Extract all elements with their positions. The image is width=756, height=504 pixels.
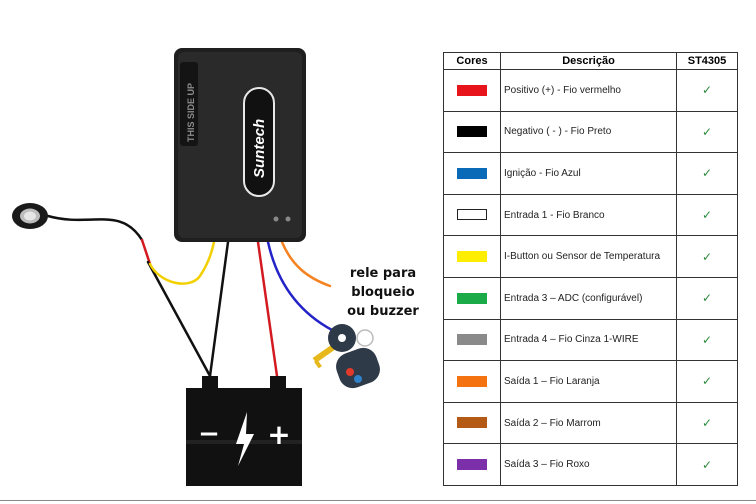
wire-red [256, 240, 279, 378]
description-cell: Entrada 3 – ADC (configurável) [500, 276, 677, 320]
key-fob-icon [312, 324, 380, 389]
checkmark-icon: ✓ [676, 318, 738, 362]
color-swatch [457, 292, 487, 304]
ibutton-reader-icon [12, 203, 48, 229]
table-row: Saída 1 – Fio Laranja✓ [443, 360, 738, 403]
table-row: Ignição - Fio Azul✓ [443, 152, 738, 195]
description-cell: Saída 2 – Fio Marrom [500, 401, 677, 445]
description-cell: Entrada 1 - Fio Branco [500, 193, 677, 237]
table-row: I-Button ou Sensor de Temperatura✓ [443, 235, 738, 278]
color-swatch [457, 250, 487, 262]
table-body: Positivo (+) - Fio vermelho✓Negativo ( -… [443, 69, 738, 486]
checkmark-icon: ✓ [676, 276, 738, 320]
checkmark-icon: ✓ [676, 443, 738, 486]
color-swatch [457, 375, 487, 387]
checkmark-icon: ✓ [676, 110, 738, 154]
brand-logo: Suntech [251, 119, 268, 178]
wire-ibutton-black [46, 214, 144, 242]
checkmark-icon: ✓ [676, 69, 738, 112]
wire-blue [266, 240, 334, 332]
checkmark-icon: ✓ [676, 152, 738, 195]
battery-plus-sign: + [267, 418, 290, 451]
color-swatch [457, 126, 487, 138]
wire-color-table: Cores Descrição ST4305 Positivo (+) - Fi… [443, 52, 738, 486]
table-row: Saída 3 – Fio Roxo✓ [443, 443, 738, 486]
this-side-up-label: THIS SIDE UP [186, 83, 196, 142]
checkmark-icon: ✓ [676, 360, 738, 403]
wire-orange [280, 240, 332, 288]
color-cell [443, 276, 501, 320]
relay-annotation-line1: rele para bloqueio [349, 266, 417, 300]
led-indicator [285, 216, 291, 222]
description-cell: Entrada 4 – Fio Cinza 1-WIRE [500, 318, 677, 362]
color-cell [443, 235, 501, 278]
battery-minus-sign: − [198, 419, 220, 449]
wire-yellow [148, 240, 216, 285]
wire-ibutton-red [140, 238, 152, 266]
bottom-divider [0, 500, 756, 501]
color-swatch [457, 209, 487, 221]
checkmark-icon: ✓ [676, 401, 738, 445]
wires [46, 214, 334, 378]
wire-ibutton-black-to-battery [146, 260, 212, 378]
wire-black [208, 240, 230, 378]
color-swatch [457, 167, 487, 179]
color-swatch [457, 458, 487, 470]
checkmark-icon: ✓ [676, 235, 738, 278]
color-swatch [457, 334, 487, 346]
relay-annotation: rele para bloqueio ou buzzer [318, 264, 448, 321]
led-indicator [273, 216, 279, 222]
color-swatch [457, 417, 487, 429]
header-descricao: Descrição [500, 52, 677, 70]
color-cell [443, 443, 501, 486]
color-cell [443, 152, 501, 195]
tracker-device: THIS SIDE UP Suntech [174, 48, 306, 242]
color-swatch [457, 84, 487, 96]
checkmark-icon: ✓ [676, 193, 738, 237]
table-row: Entrada 3 – ADC (configurável)✓ [443, 276, 738, 320]
description-cell: Saída 3 – Fio Roxo [500, 443, 677, 486]
table-row: Entrada 1 - Fio Branco✓ [443, 193, 738, 237]
table-row: Entrada 4 – Fio Cinza 1-WIRE✓ [443, 318, 738, 362]
color-cell [443, 401, 501, 445]
color-cell [443, 69, 501, 112]
table-row: Saída 2 – Fio Marrom✓ [443, 401, 738, 445]
description-cell: I-Button ou Sensor de Temperatura [500, 235, 677, 278]
lightning-bolt-icon [236, 412, 254, 466]
wiring-diagram: THIS SIDE UP Suntech − + [12, 48, 380, 486]
table-header-row: Cores Descrição ST4305 [443, 52, 738, 70]
relay-annotation-line2: ou buzzer [347, 304, 419, 319]
table-row: Positivo (+) - Fio vermelho✓ [443, 69, 738, 112]
header-model: ST4305 [676, 52, 738, 70]
color-cell [443, 318, 501, 362]
color-cell [443, 110, 501, 154]
description-cell: Positivo (+) - Fio vermelho [500, 69, 677, 112]
color-cell [443, 360, 501, 403]
table-row: Negativo ( - ) - Fio Preto✓ [443, 110, 738, 154]
header-cores: Cores [443, 52, 501, 70]
description-cell: Negativo ( - ) - Fio Preto [500, 110, 677, 154]
description-cell: Saída 1 – Fio Laranja [500, 360, 677, 403]
battery-icon: − + [186, 376, 302, 486]
description-cell: Ignição - Fio Azul [500, 152, 677, 195]
color-cell [443, 193, 501, 237]
